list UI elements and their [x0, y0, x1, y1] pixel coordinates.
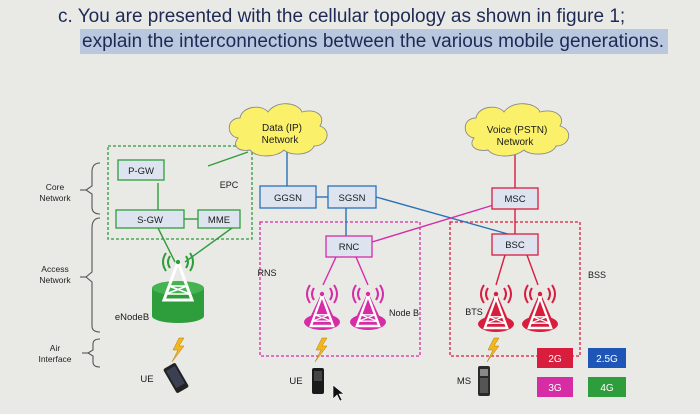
voice-network-cloud: Voice (PSTN) Network	[464, 103, 570, 157]
enodeb-signal-icon	[162, 252, 194, 272]
core-brace	[85, 162, 101, 215]
ggsn-box	[259, 185, 317, 209]
legend-4g-label: 4G	[600, 383, 614, 394]
ggsn-label: GGSN	[274, 193, 302, 204]
msc-label: MSC	[504, 194, 525, 205]
lightning-icon-gsm	[486, 337, 500, 363]
rnc-msc-link	[371, 199, 511, 243]
feature-phone-icon	[478, 366, 490, 396]
pgw-box	[117, 159, 165, 181]
bsc-bts2-link	[526, 254, 539, 286]
legend-2g-swatch	[537, 348, 573, 368]
node-boxes: P-GW EPC S-GW MME GGSN SGSN RNC MSC BSC …	[115, 159, 606, 323]
pgw-data-network-link	[207, 151, 249, 167]
legend-25g-swatch	[588, 348, 626, 368]
core-network-label-2: Network	[39, 193, 71, 203]
rnc-nodeb2-link	[355, 256, 369, 286]
bsc-bts1-link	[495, 254, 506, 286]
legend-3g-label: 3G	[548, 383, 562, 394]
rnc-label: RNC	[339, 242, 360, 253]
rns-group-outline	[259, 221, 421, 357]
rnc-nodeb1-link	[322, 256, 337, 286]
legend-25g-label: 2.5G	[596, 354, 618, 365]
devices: UE UE MS	[140, 363, 490, 402]
core-network-label-1: Core	[46, 182, 65, 192]
data-network-label-2: Network	[262, 135, 300, 146]
ms-label: MS	[457, 376, 471, 387]
sgsn-bsc-link	[375, 196, 516, 237]
rns-label: RNS	[257, 268, 276, 278]
question-line-2-highlighted: explain the interconnections between the…	[80, 29, 668, 54]
bss-label: BSS	[588, 270, 606, 280]
epc-label: EPC	[220, 180, 239, 190]
lightning-icon-lte	[171, 337, 185, 363]
access-brace	[85, 217, 101, 333]
bsc-box	[491, 233, 539, 256]
mme-box	[197, 209, 241, 229]
nodeb-label: Node B	[389, 308, 419, 318]
rnc-box	[325, 235, 373, 258]
bsc-label: BSC	[505, 240, 525, 251]
ue-umts-label: UE	[289, 376, 302, 387]
connections	[157, 150, 539, 286]
data-network-label-1: Data (IP)	[262, 123, 302, 134]
sgsn-box	[327, 185, 377, 209]
pgw-label: P-GW	[128, 166, 154, 177]
question-line-1: c. You are presented with the cellular t…	[58, 6, 626, 27]
air-interface-label-2: Interface	[38, 354, 71, 364]
generation-legend: 2G 2.5G 3G 4G	[537, 348, 626, 397]
msc-box	[491, 187, 539, 210]
bts-label: BTS	[465, 307, 483, 317]
air-links	[171, 337, 500, 363]
voice-network-label-2: Network	[497, 137, 535, 148]
mouse-cursor-icon	[332, 384, 345, 402]
nodeb-stations	[304, 284, 386, 330]
enodeb-label: eNodeB	[115, 312, 149, 323]
access-network-label-1: Access	[41, 264, 68, 274]
enodeb-station	[152, 252, 204, 323]
question-text: c. You are presented with the cellular t…	[58, 4, 698, 54]
mobile-phone-icon	[312, 368, 324, 394]
mme-label: MME	[208, 215, 230, 226]
sgw-enodeb-link	[157, 227, 176, 263]
access-network-label-2: Network	[39, 275, 71, 285]
ue-lte-label: UE	[140, 374, 153, 385]
sgsn-label: SGSN	[339, 193, 366, 204]
voice-network-label-1: Voice (PSTN)	[487, 125, 548, 136]
data-network-cloud: Data (IP) Network	[228, 103, 328, 157]
legend-2g-label: 2G	[548, 354, 562, 365]
lightning-icon-umts	[314, 337, 328, 363]
sgw-box	[115, 209, 185, 229]
epc-group-outline	[107, 145, 253, 240]
smartphone-icon	[163, 363, 189, 393]
layer-braces	[80, 162, 101, 368]
air-interface-label-1: Air	[50, 343, 61, 353]
air-brace	[86, 338, 101, 368]
legend-4g-swatch	[588, 377, 626, 397]
sgw-label: S-GW	[137, 215, 163, 226]
bts-stations	[478, 284, 558, 332]
layer-labels: Core Network Access Network Air Interfac…	[38, 182, 71, 364]
legend-3g-swatch	[537, 377, 573, 397]
